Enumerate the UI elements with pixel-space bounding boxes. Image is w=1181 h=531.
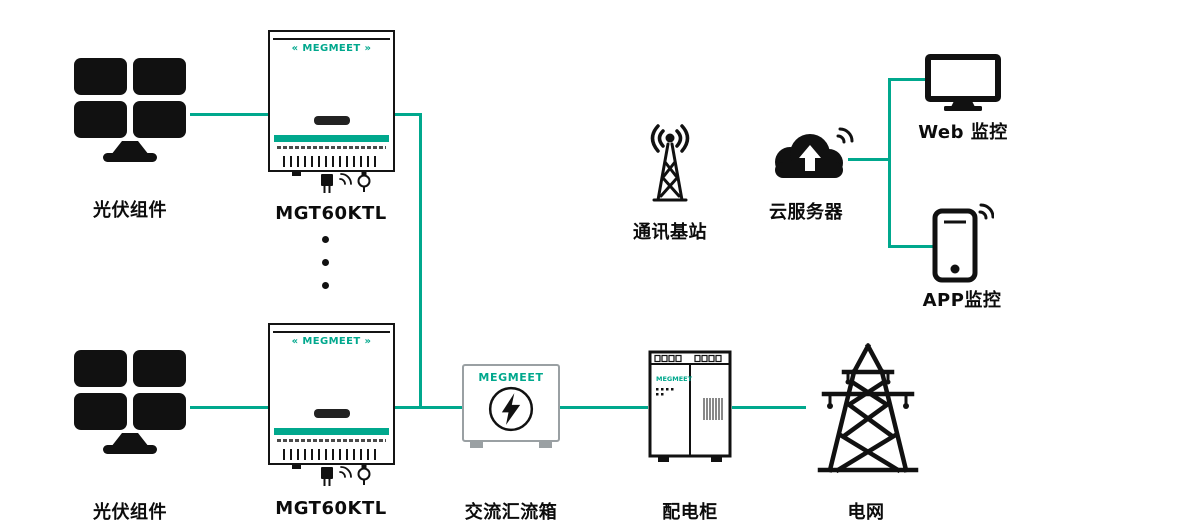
wire-inverter-top-out bbox=[395, 113, 422, 116]
smartphone-icon bbox=[932, 203, 995, 283]
pv-module-top bbox=[72, 56, 188, 168]
power-grid-tower bbox=[806, 342, 930, 482]
pv-module-bottom bbox=[72, 348, 188, 460]
lightning-bolt-icon bbox=[488, 386, 534, 432]
wire-branch-vertical bbox=[888, 78, 891, 248]
inverter-connectors-icon bbox=[292, 172, 371, 193]
wire-cabinet-to-grid bbox=[732, 406, 806, 409]
cloud-server-label: 云服务器 bbox=[769, 202, 843, 223]
inverter-body: « MEGMEET » bbox=[268, 30, 395, 172]
cabinet-label: 配电柜 bbox=[662, 502, 718, 523]
inverter-accent-strip bbox=[274, 135, 389, 142]
monitor-icon bbox=[925, 54, 1001, 111]
grid-label: 电网 bbox=[847, 502, 885, 523]
distribution-cabinet: MEGMEET bbox=[648, 350, 732, 466]
inverter-accent-strip bbox=[274, 428, 389, 435]
inverter-top-line bbox=[273, 38, 390, 40]
base-station-label: 通讯基站 bbox=[633, 222, 707, 243]
cloud-server bbox=[760, 116, 856, 196]
inverter-bottom: « MEGMEET » bbox=[268, 323, 395, 497]
dot bbox=[322, 236, 329, 243]
app-monitor bbox=[932, 203, 995, 287]
combiner-feet bbox=[462, 442, 560, 448]
inverter-top: « MEGMEET » bbox=[268, 30, 395, 204]
megmeet-logo: MEGMEET bbox=[656, 375, 693, 383]
dot bbox=[322, 259, 329, 266]
web-monitor-label: Web 监控 bbox=[918, 122, 1008, 143]
inverter-connectors-icon bbox=[292, 465, 371, 486]
wire-inverter-bottom-to-combiner bbox=[395, 406, 462, 409]
web-monitor bbox=[924, 53, 1002, 115]
wire-combiner-to-cabinet bbox=[560, 406, 648, 409]
inverter-top-label: MGT60KTL bbox=[275, 203, 387, 224]
base-station bbox=[638, 120, 702, 208]
cloud-upload-icon bbox=[775, 127, 854, 178]
megmeet-logo: MEGMEET bbox=[478, 371, 544, 384]
wire-cloud-to-branch bbox=[848, 158, 891, 161]
antenna-tower-icon bbox=[650, 124, 690, 202]
wire-pv-top-to-inverter bbox=[190, 113, 270, 116]
combiner-label: 交流汇流箱 bbox=[464, 502, 558, 523]
wire-pv-bottom-to-inverter bbox=[190, 406, 270, 409]
megmeet-logo: « MEGMEET » bbox=[291, 336, 372, 347]
pv-module-bottom-label: 光伏组件 bbox=[93, 502, 167, 523]
solar-panel-icon bbox=[74, 350, 186, 454]
inverter-fine-print bbox=[277, 439, 386, 442]
cabinet-icon: MEGMEET bbox=[648, 350, 732, 462]
inverter-bottom-label: MGT60KTL bbox=[275, 498, 387, 519]
ellipsis-dots bbox=[322, 236, 329, 289]
wire-bus-vertical bbox=[419, 113, 422, 409]
inverter-vents bbox=[283, 449, 380, 460]
wire-branch-to-app bbox=[888, 245, 935, 248]
megmeet-logo: « MEGMEET » bbox=[291, 43, 372, 54]
pv-module-top-label: 光伏组件 bbox=[93, 200, 167, 221]
inverter-fine-print bbox=[277, 146, 386, 149]
app-monitor-label: APP监控 bbox=[922, 290, 1002, 311]
combiner-body: MEGMEET bbox=[462, 364, 560, 442]
inverter-top-line bbox=[273, 331, 390, 333]
solar-panel-icon bbox=[74, 58, 186, 162]
inverter-body: « MEGMEET » bbox=[268, 323, 395, 465]
dot bbox=[322, 282, 329, 289]
transmission-tower-icon bbox=[817, 342, 919, 474]
inverter-vents bbox=[283, 156, 380, 167]
inverter-display bbox=[313, 409, 350, 418]
inverter-display bbox=[313, 116, 350, 125]
wire-branch-to-web bbox=[888, 78, 925, 81]
ac-combiner-box: MEGMEET bbox=[462, 364, 560, 448]
